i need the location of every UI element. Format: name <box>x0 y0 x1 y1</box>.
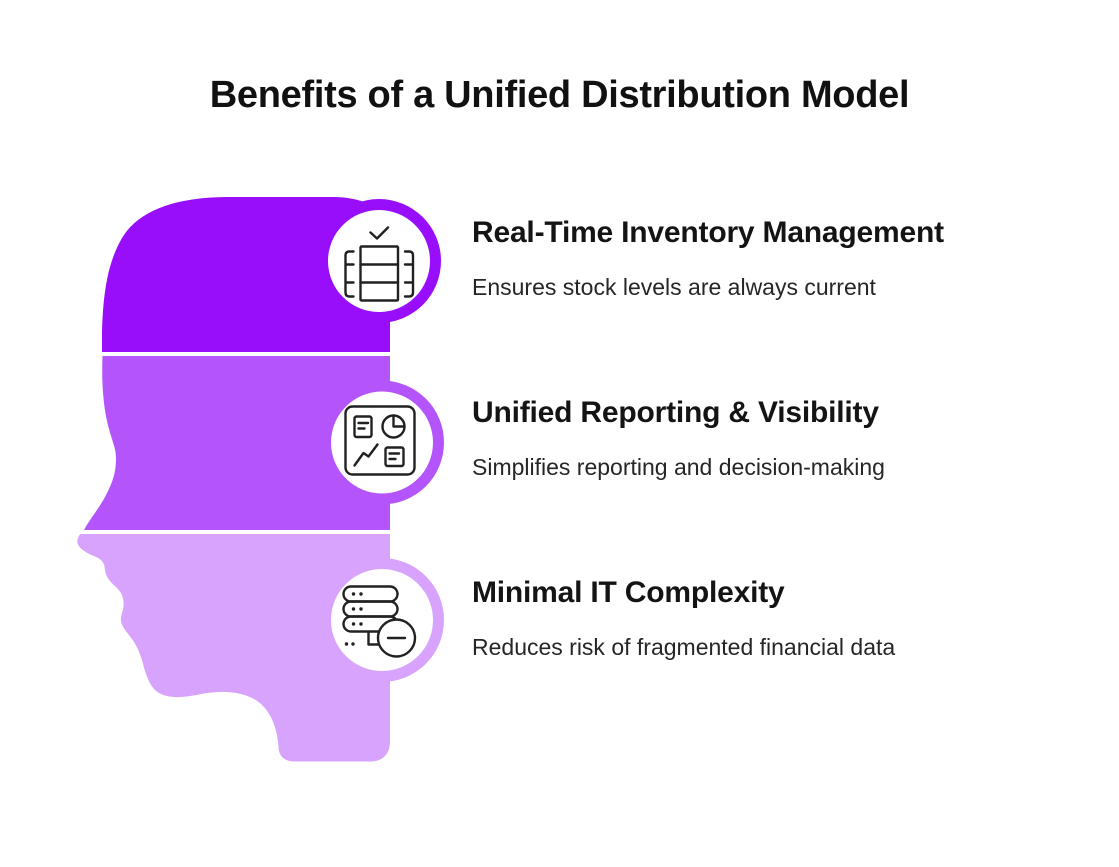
benefit-heading: Minimal IT Complexity <box>472 576 785 609</box>
dashboard-doc-top-lines <box>357 421 370 430</box>
dashboard-pie-slice <box>392 414 406 428</box>
server-minus-icon <box>342 585 417 658</box>
benefit-description: Ensures stock levels are always current <box>472 274 876 300</box>
page-title: Benefits of a Unified Distribution Model <box>209 74 910 116</box>
icon-circle-1 <box>328 210 430 312</box>
dashboard-frame <box>344 405 416 476</box>
inventory-rail-right <box>403 250 415 298</box>
dashboard-report-icon <box>344 405 416 476</box>
dashboard-trend-line <box>353 443 379 467</box>
inventory-rail-left <box>344 250 355 298</box>
icon-circle-3 <box>331 569 433 671</box>
server-removed-trace <box>367 630 383 646</box>
inventory-box-dividers <box>359 263 400 284</box>
server-leds <box>344 592 363 646</box>
inventory-box <box>359 245 400 302</box>
dashboard-doc-top <box>353 415 373 439</box>
dashboard-doc-bottom <box>384 446 405 468</box>
benefit-description: Simplifies reporting and decision-making <box>472 454 885 480</box>
benefit-row-reporting: Unified Reporting & Visibility Simplifie… <box>472 395 1072 481</box>
benefit-row-inventory: Real-Time Inventory Management Ensures s… <box>472 215 1072 301</box>
head-section-top <box>102 197 390 352</box>
benefit-description: Reduces risk of fragmented financial dat… <box>472 634 896 660</box>
benefit-heading: Real-Time Inventory Management <box>472 216 944 249</box>
head-section-middle <box>84 356 390 530</box>
check-glyph <box>369 226 390 240</box>
inventory-check-icon <box>344 226 415 302</box>
benefit-heading: Unified Reporting & Visibility <box>472 396 879 429</box>
dashboard-doc-bottom-lines <box>388 452 401 461</box>
head-section-bottom <box>77 534 390 762</box>
benefit-row-complexity: Minimal IT Complexity Reduces risk of fr… <box>472 575 1072 661</box>
